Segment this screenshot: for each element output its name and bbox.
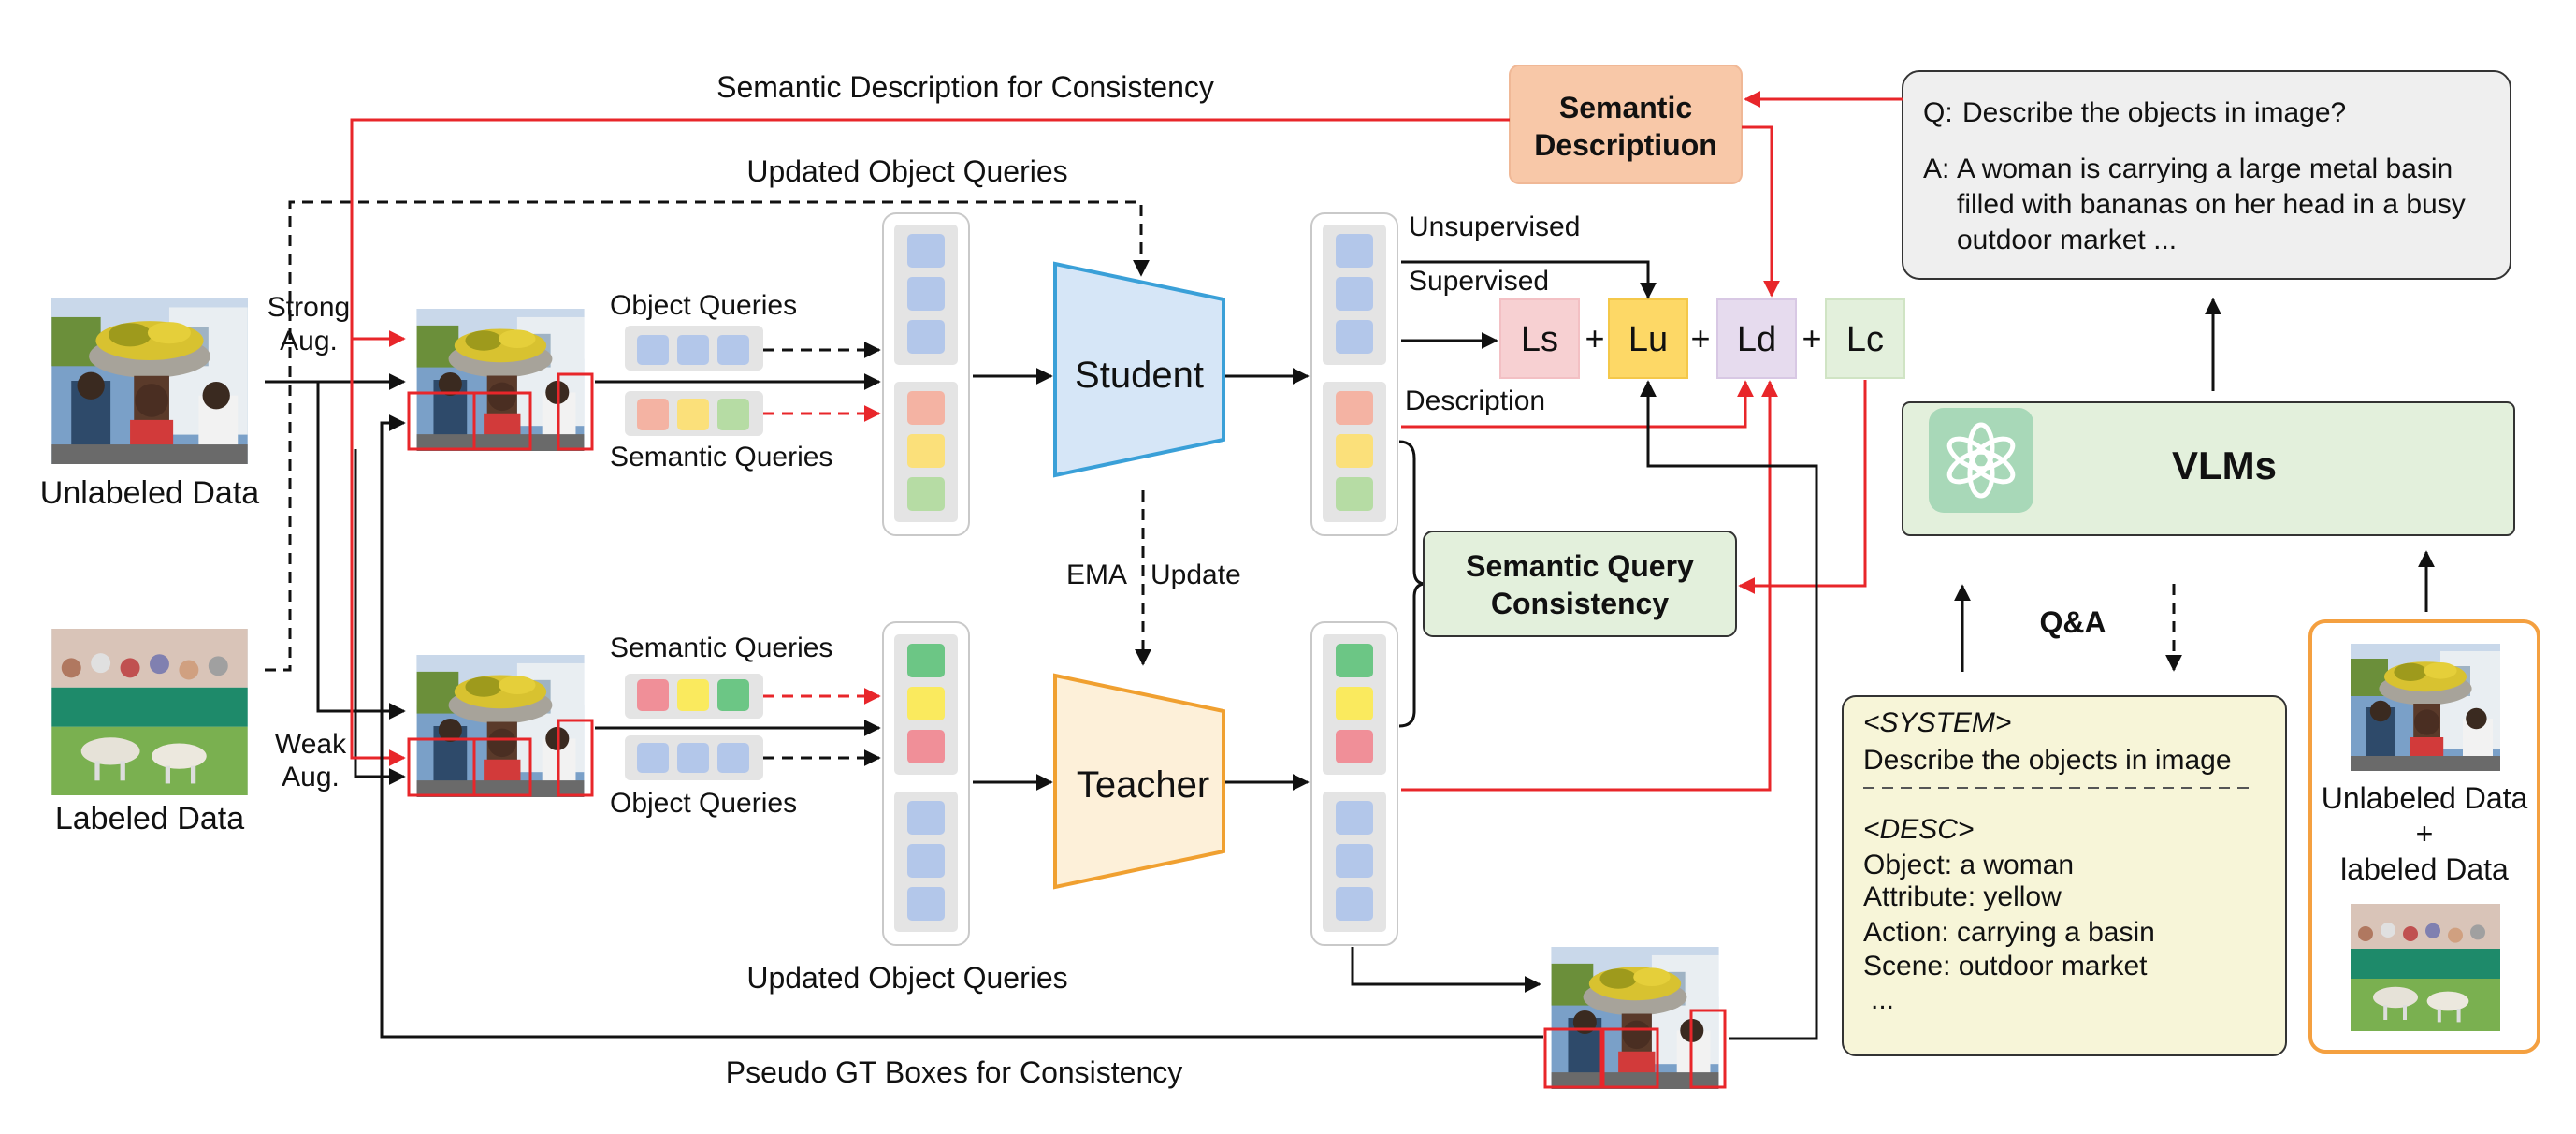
semantic-brace — [1398, 440, 1426, 728]
qa-box — [1902, 70, 2511, 280]
student-input-queries — [882, 212, 970, 536]
data-box-plus: + — [2416, 817, 2434, 850]
strong-aug-label-2: Aug. — [280, 326, 338, 356]
loss-lu-label: Lu — [1628, 320, 1668, 359]
supervised-label: Supervised — [1409, 266, 1549, 297]
qa-label: Q&A — [2039, 605, 2106, 639]
prompt-attribute: Attribute: yellow — [1863, 881, 2062, 912]
semantic-queries-bottom-label: Semantic Queries — [610, 632, 832, 663]
update-label: Update — [1151, 560, 1241, 590]
weak-aug-label: Weak — [275, 729, 347, 760]
teacher-output-queries — [1310, 621, 1398, 946]
teacher-model — [1053, 673, 1225, 890]
semantic-description-title-2: Descriptiuon — [1534, 128, 1717, 162]
object-queries-top-label: Object Queries — [610, 290, 797, 321]
student-output-queries — [1310, 212, 1398, 536]
updated-object-queries-bottom-label: Updated Object Queries — [746, 961, 1067, 995]
loss-ls — [1499, 298, 1580, 379]
unsupervised-label: Unsupervised — [1409, 211, 1580, 242]
semantic-query-consistency-box — [1423, 531, 1737, 637]
qa-answer-1: A woman is carrying a large metal basin — [1957, 153, 2453, 184]
labeled-data-image — [51, 629, 248, 795]
vlms-label: VLMs — [2172, 443, 2277, 487]
qa-answer-3: outdoor market ... — [1957, 225, 2177, 255]
weak-aug-image — [407, 655, 594, 797]
openai-logo-icon — [1946, 422, 2016, 499]
weak-aug-label-2: Aug. — [282, 762, 340, 792]
prompt-action: Action: carrying a basin — [1863, 917, 2155, 948]
pseudo-gt-label: Pseudo GT Boxes for Consistency — [726, 1055, 1183, 1089]
teacher-input-queries — [882, 621, 970, 946]
loss-ld-label: Ld — [1737, 320, 1776, 359]
semantic-description-title: Semantic — [1559, 91, 1692, 124]
prompt-desc-tag: <DESC> — [1863, 814, 1974, 845]
prompt-system-tag: <SYSTEM> — [1863, 707, 2011, 738]
pseudo-gt-image — [1543, 947, 1727, 1089]
loss-ls-label: Ls — [1521, 320, 1558, 359]
loss-lc — [1825, 298, 1905, 379]
student-model — [1053, 261, 1225, 478]
loss-ld — [1716, 298, 1797, 379]
unlabeled-data-label: Unlabeled Data — [40, 475, 259, 511]
connectors — [265, 91, 2435, 1040]
semantic-desc-consistency-label: Semantic Description for Consistency — [716, 70, 1214, 104]
qa-question: Describe the objects in image? — [1962, 97, 2346, 128]
semantic-queries-bottom — [625, 674, 763, 719]
vlms-box — [1902, 401, 2515, 536]
updated-object-queries-top-label: Updated Object Queries — [746, 154, 1067, 188]
prompt-ellipsis: ... — [1871, 984, 1894, 1015]
loss-lc-label: Lc — [1846, 320, 1884, 359]
qa-answer-2: filled with bananas on her head in a bus… — [1957, 189, 2466, 220]
teacher-label: Teacher — [1077, 764, 1209, 806]
description-label: Description — [1405, 385, 1545, 416]
data-box-labeled: labeled Data — [2340, 852, 2509, 886]
student-label: Student — [1075, 355, 1204, 396]
labeled-data-label: Labeled Data — [55, 801, 244, 836]
prompt-box — [1842, 695, 2287, 1056]
strong-aug-label: Strong — [268, 292, 350, 323]
ema-label: EMA — [1066, 560, 1127, 590]
qa-q-prefix: Q: — [1923, 97, 1953, 128]
unlabeled-data-image — [51, 298, 248, 464]
prompt-object: Object: a woman — [1863, 850, 2074, 880]
object-queries-bottom — [625, 735, 763, 780]
sq-consistency-title: Semantic Query — [1466, 549, 1694, 583]
data-box — [2308, 619, 2540, 1054]
semantic-queries-top-label: Semantic Queries — [610, 442, 832, 472]
data-box-unlabeled: Unlabeled Data — [2322, 781, 2528, 815]
object-queries-top — [625, 326, 763, 371]
semantic-description-box — [1509, 65, 1743, 184]
object-queries-bottom-label: Object Queries — [610, 788, 797, 819]
prompt-scene: Scene: outdoor market — [1863, 951, 2148, 981]
plus-1: + — [1585, 319, 1604, 357]
qa-a-prefix: A: — [1923, 153, 1949, 184]
sq-consistency-title-2: Consistency — [1491, 587, 1669, 620]
semantic-queries-top — [625, 391, 763, 436]
loss-lu — [1608, 298, 1688, 379]
strong-aug-image — [407, 309, 594, 451]
plus-3: + — [1802, 319, 1821, 357]
prompt-system-text: Describe the objects in image — [1863, 745, 2232, 776]
plus-2: + — [1690, 319, 1710, 357]
